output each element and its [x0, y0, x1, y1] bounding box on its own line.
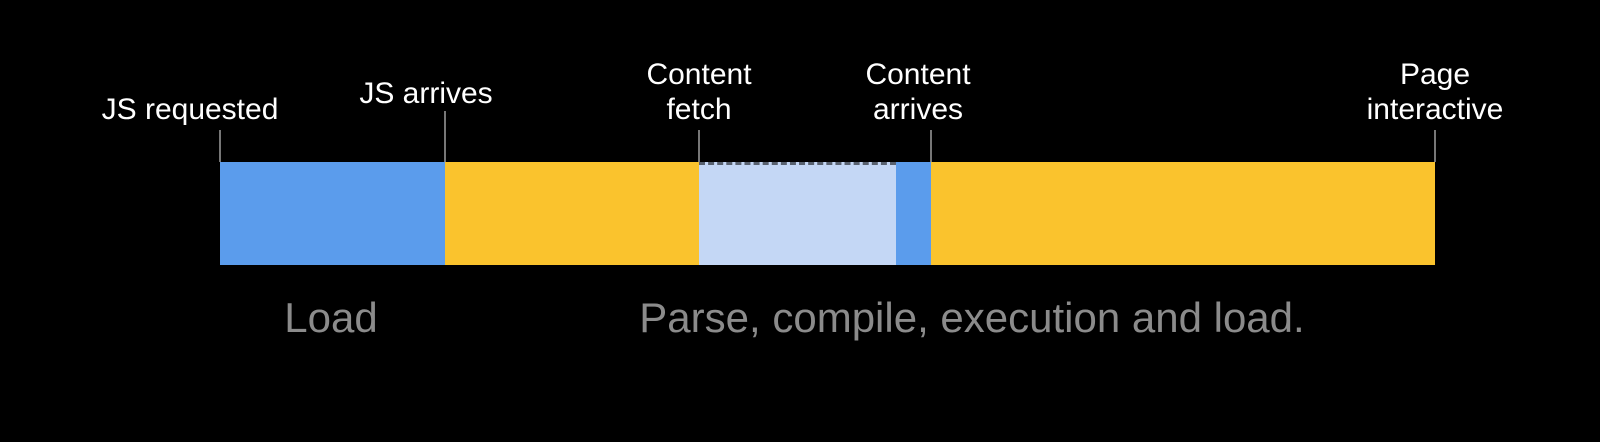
segment-content-arrives-blue [896, 162, 931, 265]
tick-js-requested [219, 130, 221, 162]
milestone-label-text: JS requested [101, 93, 279, 126]
tick-content-arrives [930, 130, 932, 162]
milestone-label-text: Content [646, 58, 752, 91]
phase-caption-load: Load [284, 294, 378, 341]
milestone-label-text: JS arrives [359, 77, 493, 110]
tick-page-interactive [1434, 130, 1436, 162]
milestone-label-text: Content [865, 58, 971, 91]
milestone-label-content-fetch: Content fetch [646, 57, 751, 127]
segment-parse-yellow-1 [445, 162, 699, 265]
milestone-label-text: Page [1399, 58, 1471, 91]
milestone-label-text: fetch [666, 93, 732, 126]
tick-js-arrives [444, 111, 446, 162]
milestone-label-text: interactive [1366, 93, 1504, 126]
milestone-label-content-arrives: Content arrives [865, 57, 970, 127]
segment-content-fetch-lightblue [699, 162, 896, 265]
phase-caption-parse: Parse, compile, execution and load. [639, 294, 1305, 341]
milestone-label-js-requested: JS requested [102, 92, 279, 127]
milestone-label-text: arrives [872, 93, 964, 126]
segment-parse-yellow-2 [931, 162, 1435, 265]
tick-content-fetch [698, 130, 700, 162]
timeline-bar [220, 162, 1435, 265]
segment-load-blue [220, 162, 445, 265]
milestone-label-js-arrives: JS arrives [359, 76, 492, 111]
milestone-label-page-interactive: Page interactive [1367, 57, 1504, 127]
